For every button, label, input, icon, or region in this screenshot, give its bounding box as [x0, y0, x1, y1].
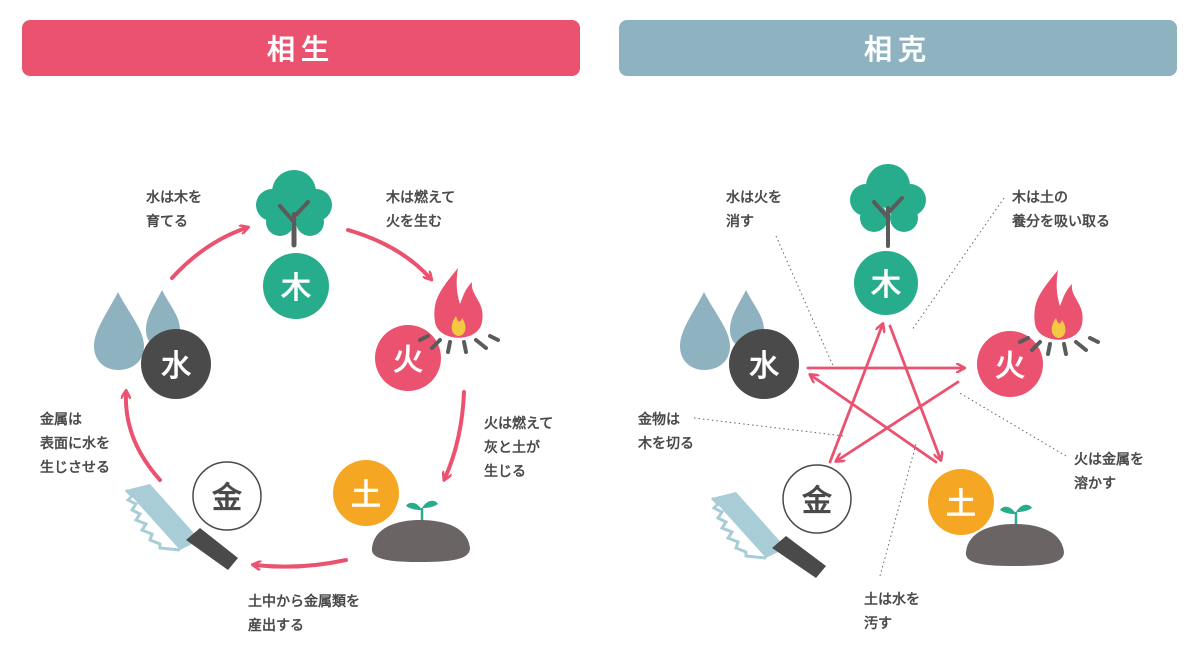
arrow-earth-to-water: [812, 376, 938, 464]
fire-node-left: 火: [375, 268, 500, 391]
arrow-wood-to-fire: [346, 228, 430, 278]
element-metal-char: 金: [801, 484, 833, 519]
sokoku-leader-lines: [693, 197, 1067, 577]
label-line: 生じる: [484, 464, 526, 480]
fire-node-right: 火: [977, 270, 1100, 397]
element-metal-char: 金: [211, 481, 243, 516]
metal-node-left: 金: [124, 461, 262, 570]
label-line: 養分を吸い取る: [1012, 214, 1110, 230]
tree-icon: [850, 164, 926, 248]
label-earth-yields-metal: 土中から金属類を 産出する: [248, 590, 360, 638]
arrow-wood-to-earth: [888, 324, 940, 458]
water-node-left: 水: [94, 290, 211, 399]
label-wood-burns-fire: 木は燃えて 火を生む: [386, 186, 455, 234]
arrow-fire-to-metal: [838, 380, 960, 460]
sokoku-title: 相克: [619, 20, 1177, 76]
tree-icon: [256, 170, 332, 248]
label-line: 表面に水を: [40, 436, 110, 452]
wood-node-left: 木: [256, 170, 332, 319]
label-line: 水は木を: [146, 190, 202, 206]
arrow-fire-to-earth: [445, 390, 466, 478]
element-earth-char: 土: [946, 487, 976, 522]
saw-icon: [124, 484, 238, 570]
label-line: 灰と土が: [484, 440, 540, 456]
sosei-title: 相生: [22, 20, 580, 76]
arrow-metal-to-water: [126, 393, 162, 482]
flame-icon: [1018, 270, 1100, 356]
label-line: 火は金属を: [1074, 452, 1144, 468]
element-wood-char: 木: [870, 268, 901, 303]
label-metal-cuts-wood: 金物は 木を切る: [638, 408, 694, 456]
label-line: 汚す: [864, 616, 892, 632]
saw-icon: [710, 492, 826, 578]
sosei-cycle-arrows: [126, 228, 466, 567]
label-line: 溶かす: [1074, 476, 1116, 492]
label-line: 水は火を: [726, 190, 782, 206]
label-line: 金物は: [638, 412, 680, 428]
label-line: 育てる: [146, 214, 188, 230]
flame-icon: [418, 268, 500, 354]
element-water-char: 水: [161, 349, 192, 384]
label-water-nourishes-wood: 水は木を 育てる: [146, 186, 202, 234]
label-earth-fouls-water: 土は水を 汚す: [864, 588, 920, 636]
label-line: 土中から金属類を: [248, 594, 360, 610]
arrow-water-to-wood: [170, 228, 246, 280]
earth-node-right: 土: [928, 469, 1064, 566]
label-line: 木を切る: [638, 436, 694, 452]
water-node-right: 水: [680, 290, 799, 399]
label-line: 生じさせる: [40, 460, 110, 476]
earth-node-left: 土: [333, 460, 470, 562]
label-line: 火を生む: [386, 214, 442, 230]
label-wood-drains-earth: 木は土の 養分を吸い取る: [1012, 186, 1110, 234]
label-line: 金属は: [40, 412, 82, 428]
label-water-douses-fire: 水は火を 消す: [726, 186, 782, 234]
wood-node-right: 木: [850, 164, 926, 315]
label-line: 木は燃えて: [386, 190, 456, 206]
element-water-char: 水: [749, 349, 780, 384]
label-line: 木は土の: [1012, 190, 1068, 206]
label-line: 火は燃えて: [484, 416, 554, 432]
label-fire-makes-earth: 火は燃えて 灰と土が 生じる: [484, 412, 553, 484]
arrow-metal-to-wood: [828, 326, 882, 464]
element-fire-char: 火: [995, 349, 1025, 384]
label-metal-makes-water: 金属は 表面に水を 生じさせる: [40, 408, 110, 480]
label-fire-melts-metal: 火は金属を 溶かす: [1074, 448, 1144, 496]
sokoku-star-arrows: [806, 324, 962, 464]
element-wood-char: 木: [280, 271, 311, 306]
sprout-soil-icon: [965, 504, 1064, 566]
label-line: 土は水を: [864, 592, 920, 608]
element-fire-char: 火: [393, 343, 423, 378]
label-line: 消す: [726, 214, 754, 230]
element-earth-char: 土: [351, 478, 381, 513]
label-line: 産出する: [248, 618, 304, 634]
arrow-earth-to-metal: [255, 558, 348, 567]
sprout-soil-icon: [371, 500, 470, 562]
metal-node-right: 金: [710, 464, 852, 578]
